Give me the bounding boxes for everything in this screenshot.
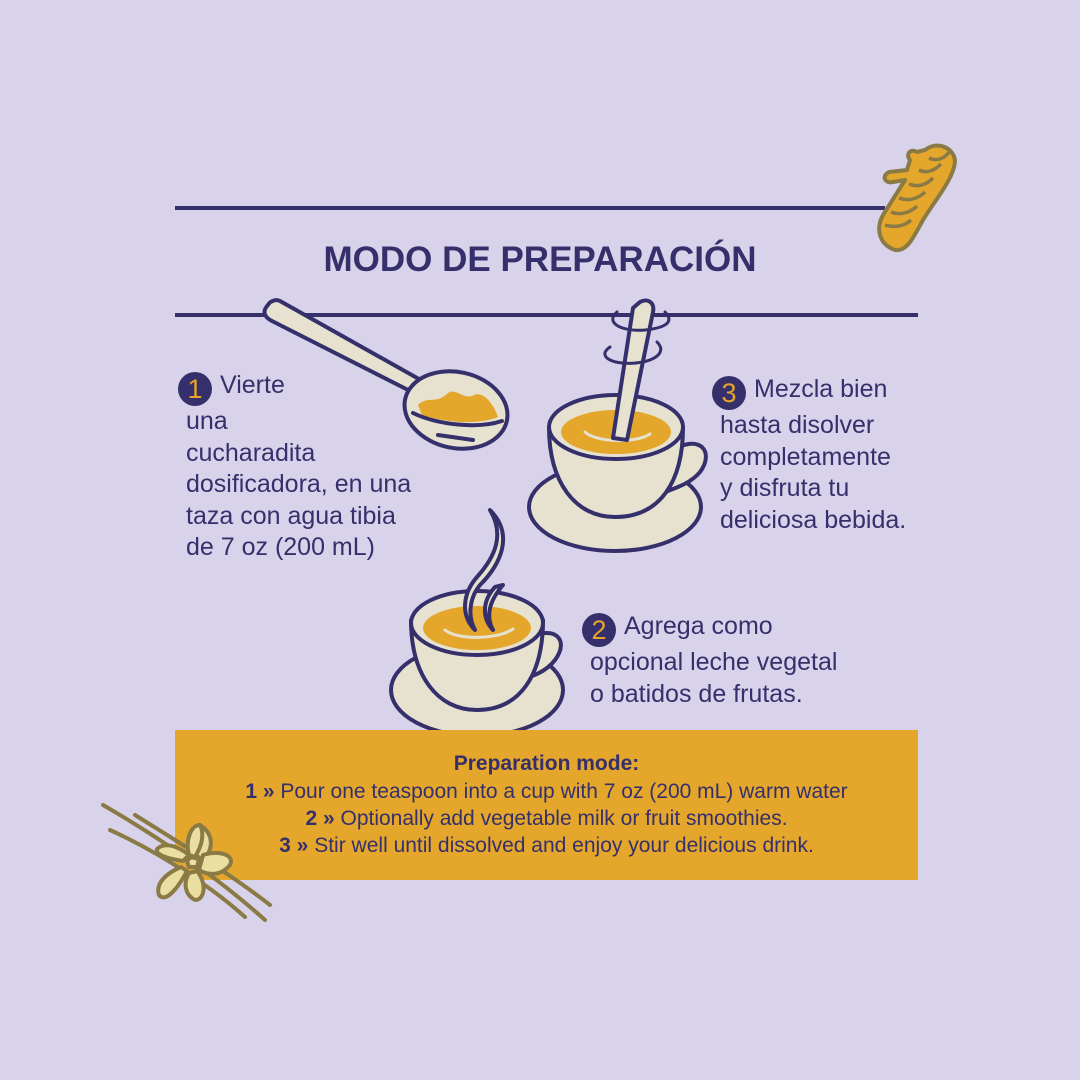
step-text: Stir well until dissolved and enjoy your… — [314, 834, 814, 857]
step-2-line: o batidos de frutas. — [590, 679, 803, 708]
step-3: 3 Mezcla bien hasta disolver completament… — [712, 374, 932, 536]
step-1-line: cucharadita — [186, 438, 316, 467]
step-text: Pour one teaspoon into a cup with 7 oz (… — [280, 780, 848, 803]
step-3-line: y disfruta tu — [720, 474, 850, 502]
step-1-line: una — [186, 407, 228, 435]
step-3-badge: 3 — [712, 376, 746, 410]
step-marker: 2 » — [305, 807, 335, 830]
english-instructions-box: Preparation mode: 1 » Pour one teaspoon … — [175, 730, 918, 880]
english-step-2: 2 » Optionally add vegetable milk or fru… — [175, 807, 918, 831]
turmeric-root-icon — [877, 143, 957, 253]
step-1-line: taza con agua tibia — [186, 501, 396, 530]
step-1: 1 Vierte una cucharadita dosificadora, en… — [178, 370, 438, 564]
bottom-divider — [175, 313, 918, 317]
step-1-line: dosificadora, en una — [186, 470, 412, 498]
english-step-3: 3 » Stir well until dissolved and enjoy … — [175, 834, 918, 858]
step-2-badge: 2 — [582, 613, 616, 647]
step-3-line: hasta disolver — [720, 411, 875, 439]
step-2: 2 Agrega como opcional leche vegetal o ba… — [582, 611, 872, 710]
steaming-cup-icon — [389, 508, 565, 738]
step-2-line: Agrega como — [624, 612, 773, 640]
step-2-line: opcional leche vegetal — [590, 648, 838, 676]
english-step-1: 1 » Pour one teaspoon into a cup with 7 … — [175, 780, 918, 804]
step-3-line: deliciosa bebida. — [720, 505, 907, 534]
step-3-line: Mezcla bien — [754, 375, 888, 403]
step-text: Optionally add vegetable milk or fruit s… — [340, 807, 788, 830]
vanilla-flower-icon — [101, 803, 272, 922]
step-1-line: de 7 oz (200 mL) — [186, 533, 375, 561]
top-divider — [175, 206, 885, 210]
step-marker: 1 » — [245, 780, 275, 803]
stirring-cup-icon — [527, 298, 708, 553]
english-title: Preparation mode: — [453, 752, 640, 775]
step-1-badge: 1 — [178, 372, 212, 406]
step-1-line: Vierte — [220, 371, 285, 399]
step-3-line: completamente — [720, 442, 891, 471]
page-title: MODO DE PREPARACIÓN — [323, 240, 757, 279]
measuring-spoon-icon — [262, 298, 510, 451]
step-marker: 3 » — [279, 834, 309, 857]
